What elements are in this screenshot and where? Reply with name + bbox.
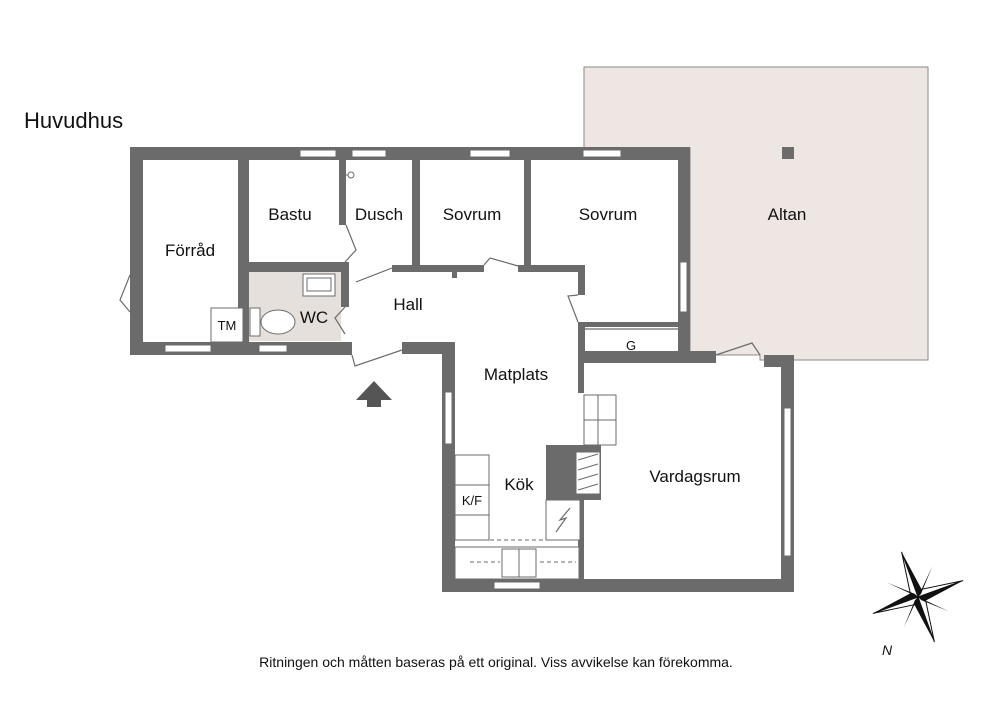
page-title: Huvudhus	[24, 108, 124, 133]
room-label-g: G	[626, 338, 636, 353]
stove	[545, 499, 581, 541]
wc-toilet-tank	[249, 307, 261, 337]
room-label-sovrum-1: Sovrum	[443, 205, 502, 224]
room-label-kok: Kök	[504, 475, 534, 494]
shower-head	[347, 171, 355, 179]
room-label-dusch: Dusch	[355, 205, 403, 224]
room-label-forrad: Förråd	[165, 241, 215, 260]
room-label-altan: Altan	[768, 205, 807, 224]
windows	[164, 149, 792, 590]
room-label-bastu: Bastu	[268, 205, 311, 224]
tm-label: TM	[218, 318, 237, 333]
kitchen-counters	[454, 454, 580, 580]
room-label-matplats: Matplats	[484, 365, 548, 384]
doors	[119, 224, 761, 367]
room-label-wc: WC	[300, 308, 328, 327]
wc-toilet-bowl	[260, 309, 296, 335]
disclaimer-caption: Ritningen och måtten baseras på ett orig…	[259, 654, 733, 670]
interior-walls	[238, 160, 678, 590]
entrance-arrow-icon	[356, 381, 392, 407]
room-label-sovrum-2: Sovrum	[579, 205, 638, 224]
altan-post	[782, 147, 794, 159]
tm-box	[210, 307, 244, 343]
compass-rose-icon	[872, 551, 964, 643]
room-label-hall: Hall	[393, 295, 422, 314]
room-label-vardagsrum: Vardagsrum	[649, 467, 740, 486]
kf-label: K/F	[462, 493, 482, 508]
compass-north-label: N	[882, 642, 893, 658]
